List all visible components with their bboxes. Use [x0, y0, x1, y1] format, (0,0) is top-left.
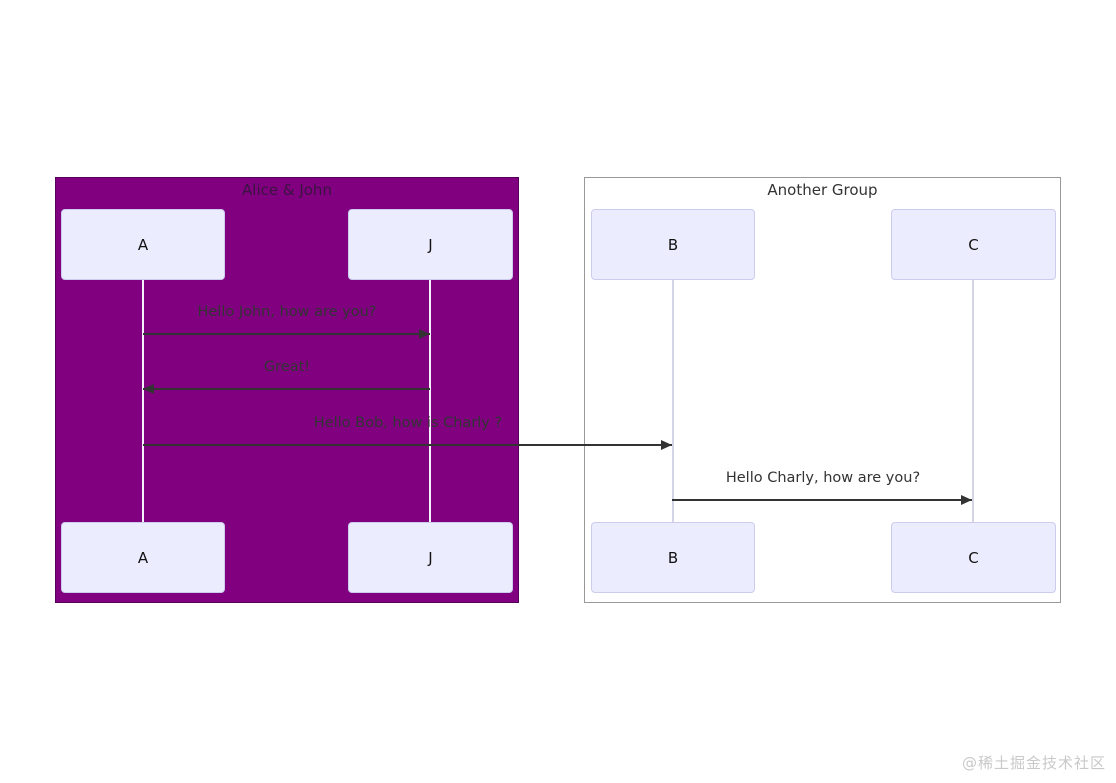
message-label-4: Hello Charly, how are you? [725, 470, 921, 486]
message-arrow-4 [672, 499, 972, 501]
arrowhead-right-icon [661, 440, 672, 450]
actor-label-b: B [667, 235, 679, 254]
actor-label-j: J [428, 235, 433, 254]
actor-box-c-top: C [891, 209, 1056, 280]
watermark: @稀土掘金技术社区 [961, 754, 1106, 772]
actor-label-a: A [137, 548, 149, 567]
actor-box-a-top: A [61, 209, 225, 280]
actor-box-c-bottom: C [891, 522, 1056, 593]
message-arrow-2 [143, 388, 430, 390]
lifeline-b [672, 280, 674, 522]
message-label-1: Hello John, how are you? [197, 304, 377, 320]
actor-label-c: C [968, 235, 979, 254]
actor-label-a: A [137, 235, 149, 254]
lifeline-a [142, 280, 144, 522]
message-arrow-1 [143, 333, 430, 335]
group-title-alice-john: Alice & John [242, 181, 332, 199]
arrowhead-right-icon [419, 329, 430, 339]
message-label-2: Great! [263, 359, 311, 375]
lifeline-j [429, 280, 431, 522]
group-title-another-group: Another Group [767, 181, 878, 199]
actor-label-b: B [667, 548, 679, 567]
message-arrow-3 [143, 444, 672, 446]
actor-box-a-bottom: A [61, 522, 225, 593]
actor-box-b-bottom: B [591, 522, 755, 593]
actor-box-j-top: J [348, 209, 513, 280]
lifeline-c [972, 280, 974, 522]
message-label-3: Hello Bob, how is Charly ? [313, 415, 503, 431]
actor-box-b-top: B [591, 209, 755, 280]
actor-label-j: J [428, 548, 433, 567]
actor-box-j-bottom: J [348, 522, 513, 593]
arrowhead-left-icon [143, 384, 154, 394]
actor-label-c: C [968, 548, 979, 567]
arrowhead-right-icon [961, 495, 972, 505]
